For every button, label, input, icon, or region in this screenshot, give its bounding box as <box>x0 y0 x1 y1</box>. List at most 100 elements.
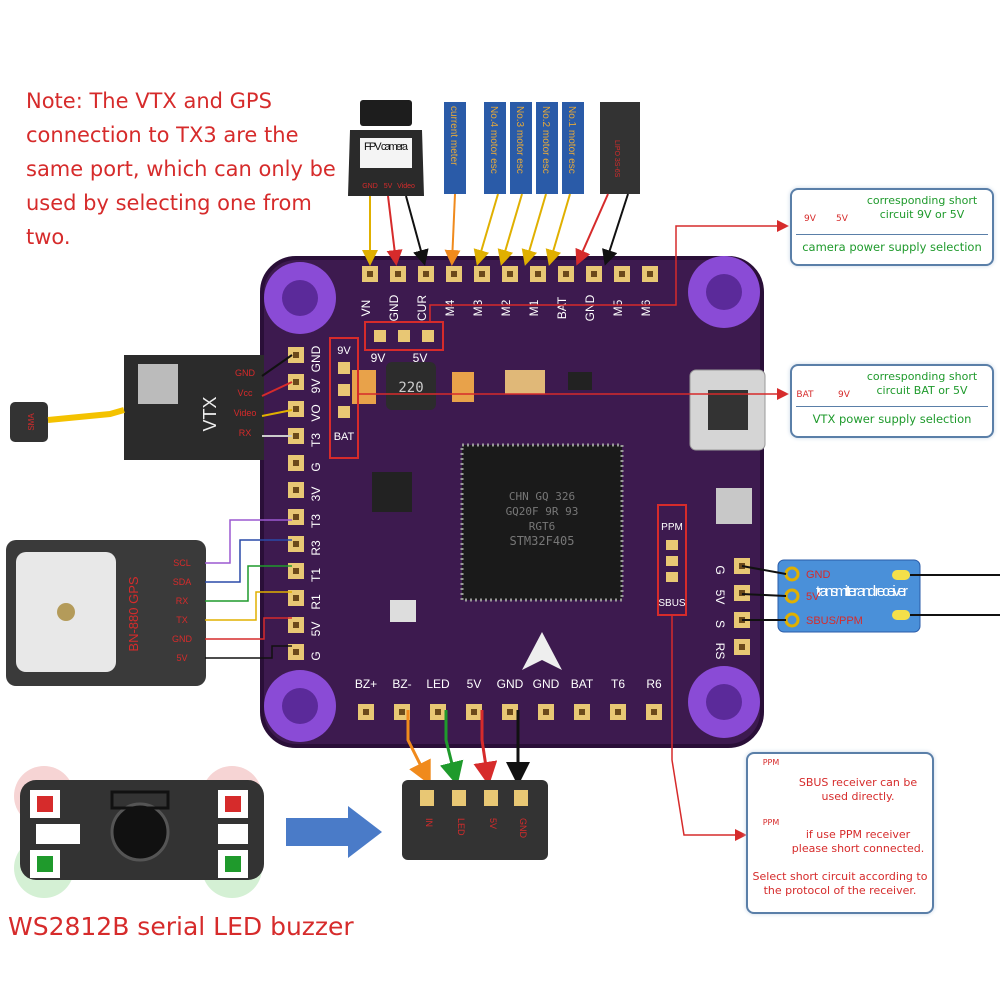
sma-antenna-icon <box>10 402 48 442</box>
svg-text:GND: GND <box>362 183 378 190</box>
svg-text:No.3 motor esc: No.3 motor esc <box>514 106 525 174</box>
crystal <box>505 370 545 394</box>
gps-wires <box>205 519 292 659</box>
pad-label: GND <box>533 677 560 691</box>
pad-top-6: M1 <box>527 266 546 316</box>
boot-button[interactable] <box>716 488 752 524</box>
pad-bottom-1: BZ- <box>392 677 412 720</box>
svg-text:SBUS: SBUS <box>658 598 686 609</box>
pad-label: G <box>309 462 323 471</box>
pad-bottom-7: T6 <box>610 677 626 720</box>
top-wires <box>362 193 629 266</box>
esc-tag-3: No.1 motor esc <box>562 102 584 194</box>
pad-label: T1 <box>309 568 323 582</box>
standoff-top-left <box>264 262 336 334</box>
pad-top-7: BAT <box>555 266 574 319</box>
svg-text:5V: 5V <box>806 591 820 603</box>
esc-tag-2: No.2 motor esc <box>536 102 558 194</box>
pad-label: 3V <box>309 487 323 502</box>
vtx-callout-left: BAT <box>796 390 814 400</box>
pad-right-1: 5V <box>713 585 750 604</box>
svg-text:TX: TX <box>176 615 188 625</box>
svg-text:current meter: current meter <box>448 106 459 166</box>
bottom-wires <box>406 710 530 786</box>
camera-callout-title: corresponding short circuit 9V or 5V <box>866 194 978 221</box>
vtx-wires <box>261 354 293 437</box>
svg-text:SBUS/PPM: SBUS/PPM <box>806 615 863 627</box>
svg-text:9V: 9V <box>371 351 386 365</box>
svg-text:IN: IN <box>424 818 434 827</box>
svg-text:Vcc: Vcc <box>237 388 253 398</box>
pad-label: M1 <box>527 299 541 316</box>
ws2812b-label: WS2812B serial LED buzzer <box>8 912 354 941</box>
pad-label: BAT <box>571 677 594 691</box>
vtx-callout-caption: VTX power supply selection <box>812 412 972 426</box>
sbus-text-2: if use PPM receiver please short connect… <box>791 828 925 855</box>
pad-top-9: M5 <box>611 266 630 316</box>
vtx-module: VTX GND Vcc Video RX SMA <box>10 355 264 460</box>
pad-label: GND <box>309 345 323 372</box>
esc-tag-0: No.4 motor esc <box>484 102 506 194</box>
ppm-label-1: PPM <box>762 758 780 767</box>
pad-label: M4 <box>443 299 457 316</box>
pad-top-2: CUR <box>415 266 434 321</box>
pad-left-11: G <box>288 644 323 661</box>
pad-label: 5V <box>713 590 727 605</box>
svg-text:9V: 9V <box>337 345 351 357</box>
pad-label: VO <box>309 404 323 421</box>
svg-text:No.2 motor esc: No.2 motor esc <box>540 106 551 174</box>
jumper-top: 9V 5V <box>364 321 444 365</box>
direction-arrow-icon <box>522 632 562 670</box>
pad-top-5: M2 <box>499 266 518 316</box>
svg-text:GND: GND <box>806 569 831 581</box>
fpv-camera: FPV camera GND 5V Video <box>348 100 424 196</box>
camera-callout-caption: camera power supply selection <box>802 240 982 254</box>
vtx-callout-right: 9V <box>838 390 850 400</box>
pad-label: T6 <box>611 677 625 691</box>
mcu-chip: STM32F405 RGT6 GQ20F 9R 93 CHN GQ 326 <box>460 443 624 602</box>
pad-left-3: T3 <box>288 428 323 447</box>
pad-bottom-8: R6 <box>646 677 662 720</box>
svg-text:5V: 5V <box>488 818 498 829</box>
diode <box>568 372 592 390</box>
svg-text:GND: GND <box>172 634 193 644</box>
mcu-line-2: RGT6 <box>529 520 556 533</box>
pad-label: 5V <box>309 622 323 637</box>
jumper-left: 9V BAT <box>329 337 359 459</box>
pad-bottom-6: BAT <box>571 677 594 720</box>
pad-bottom-4: GND <box>497 677 524 720</box>
pad-left-6: T3 <box>288 509 323 528</box>
svg-text:220: 220 <box>398 380 423 396</box>
pad-label: GND <box>387 294 401 321</box>
pad-bottom-2: LED <box>426 677 450 720</box>
sbus-text-1: SBUS receiver can be used directly. <box>798 776 918 803</box>
pad-bottom-0: BZ+ <box>355 677 377 720</box>
svg-text:5V: 5V <box>384 183 393 190</box>
sbus-ppm-callout: PPM SBUS receiver can be used directly. … <box>746 752 934 914</box>
standoff-bottom-right <box>688 666 760 738</box>
pad-left-10: 5V <box>288 617 323 636</box>
esc-tags: No.4 motor esc No.3 motor esc No.2 motor e… <box>484 102 584 194</box>
pad-label: R1 <box>309 594 323 610</box>
pad-left-2: VO <box>288 401 323 422</box>
pad-top-3: M4 <box>443 266 462 316</box>
led-buzzer-board <box>14 766 264 898</box>
vtx-label: VTX <box>200 396 220 431</box>
receiver-module: transmitter and receiver GND 5V SBUS/PPM <box>777 559 1000 633</box>
callout-leaders <box>358 220 789 841</box>
pad-left-7: R3 <box>288 536 323 556</box>
esc-tag-1: No.3 motor esc <box>510 102 532 194</box>
pad-top-0: VN <box>359 266 378 316</box>
pad-label: VN <box>359 300 373 317</box>
svg-text:SCL: SCL <box>173 558 191 568</box>
pad-top-8: GND <box>583 266 602 321</box>
pad-right-3: RS <box>713 639 750 659</box>
pad-bottom-5: GND <box>533 677 560 720</box>
pad-top-10: M6 <box>639 266 658 316</box>
pad-left-0: GND <box>288 345 323 372</box>
pad-label: GND <box>583 294 597 321</box>
pad-label: R3 <box>309 540 323 556</box>
